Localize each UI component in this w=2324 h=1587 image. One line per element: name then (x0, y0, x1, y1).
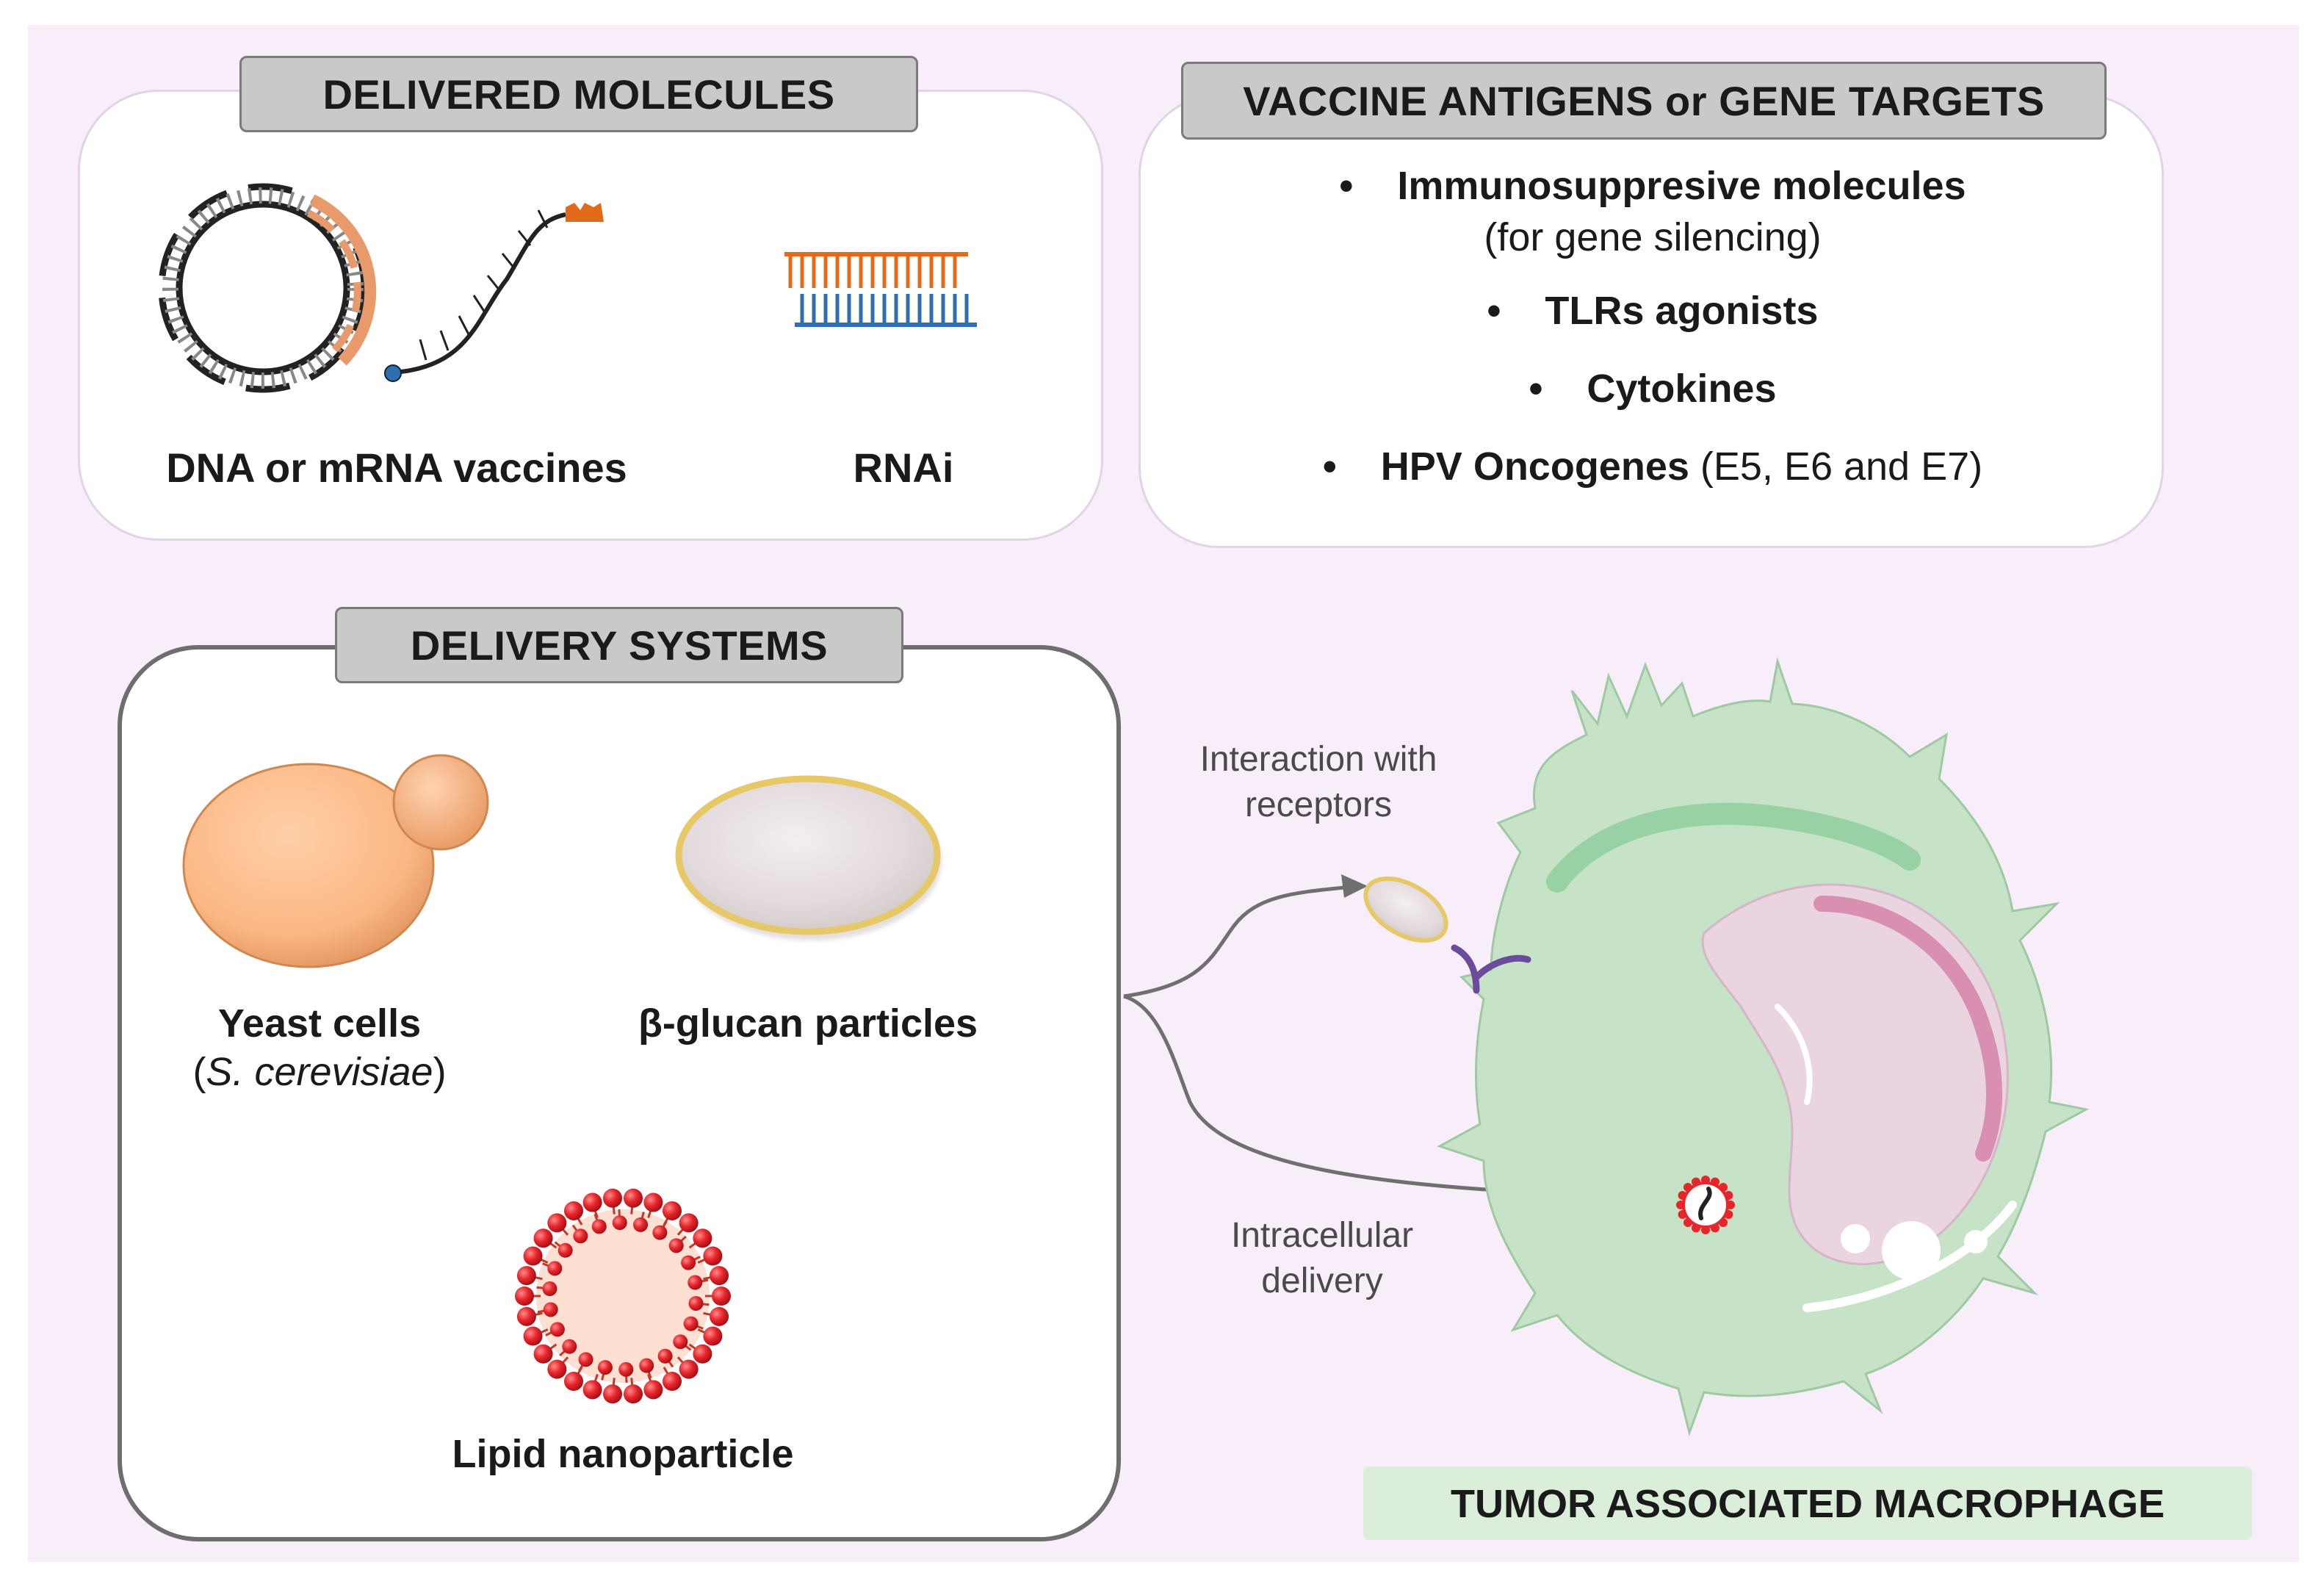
lipid-head-inner (688, 1275, 703, 1290)
lipid-head-outer (703, 1246, 723, 1266)
target-item-2: • TLRs agonists (1146, 288, 2159, 334)
yeast-species-label: (S. cerevisiae) (192, 1050, 447, 1094)
bullet-icon: • (1339, 164, 1354, 208)
intracellular-label-line1: Intracellular (1230, 1216, 1414, 1255)
target-item-2-text: TLRs agonists (1545, 289, 1819, 333)
lipid-head-outer (582, 1380, 602, 1400)
lipid-head-inner (683, 1316, 699, 1331)
lipid-head-outer (643, 1192, 663, 1212)
lipid-head-outer (693, 1344, 712, 1364)
lipid-head-inner (612, 1215, 627, 1231)
lipid-head-outer (663, 1372, 682, 1392)
interaction-label-line1: Interaction with (1199, 740, 1437, 779)
macrophage-title: TUMOR ASSOCIATED MACROPHAGE (1451, 1482, 2165, 1526)
lipid-head-outer (710, 1266, 729, 1286)
lipid-head-outer (515, 1286, 534, 1306)
lipid-head-inner (657, 1348, 673, 1364)
endocytosed-nanoparticle-icon (1676, 1176, 1735, 1234)
particle-at-receptor-icon (1363, 876, 1448, 943)
target-item-3: • Cytokines (1146, 366, 2159, 411)
interaction-label-line2: receptors (1244, 785, 1393, 824)
lipid-head-outer (703, 1326, 723, 1346)
lipid-head-outer (523, 1326, 543, 1346)
macrophage-label-banner (1363, 1467, 2252, 1540)
bullet-icon: • (1529, 367, 1543, 411)
lipid-head-outer (533, 1344, 553, 1364)
rnai-duplex-icon (784, 252, 977, 327)
lipid-head-inner (543, 1302, 558, 1317)
lipid-head-outer (710, 1306, 729, 1326)
lipid-head-outer (693, 1228, 712, 1248)
target-item-1-text: Immunosuppresive molecules (1397, 164, 1966, 208)
lipid-head-inner (633, 1217, 649, 1232)
lipid-head-inner (591, 1219, 607, 1234)
lipid-head-inner (557, 1242, 573, 1258)
lipid-head-outer (516, 1306, 536, 1326)
lipid-nanoparticle-icon (515, 1188, 731, 1404)
lipid-head-outer (547, 1213, 567, 1233)
lipid-head-outer (533, 1228, 553, 1248)
lipid-head-inner (681, 1255, 696, 1270)
target-item-4-text: HPV Oncogenes (1380, 445, 1689, 489)
dna-mrna-label: DNA or mRNA vaccines (166, 445, 627, 491)
lipid-head-outer (712, 1286, 731, 1306)
delivery-systems-title: DELIVERY SYSTEMS (335, 607, 903, 683)
lipid-head-outer (564, 1201, 583, 1220)
lipid-head-outer (643, 1380, 663, 1400)
lipid-head-outer (602, 1188, 622, 1208)
lipid-head-outer (679, 1359, 699, 1379)
target-item-4-suffix: (E5, E6 and E7) (1689, 445, 1983, 489)
lipid-head-outer (602, 1384, 622, 1404)
plasmid-dna-icon (158, 183, 377, 393)
lipid-head-outer (624, 1384, 643, 1404)
glucan-label: β-glucan particles (638, 1001, 978, 1046)
lipid-head-outer (523, 1246, 543, 1266)
lipid-head-inner (578, 1352, 593, 1367)
lipid-head-inner (673, 1334, 688, 1350)
lipid-head-inner (549, 1322, 565, 1337)
lipid-head-inner (562, 1339, 577, 1354)
lipid-head-inner (639, 1358, 654, 1373)
lipid-head-inner (618, 1361, 634, 1377)
lipid-head-inner (652, 1225, 668, 1240)
glucan-particle-icon (675, 775, 942, 940)
target-item-3-text: Cytokines (1587, 367, 1777, 411)
yeast-species-name: S. cerevisiae (206, 1050, 433, 1094)
delivered-molecules-title: DELIVERED MOLECULES (239, 56, 918, 132)
lipid-head-inner (597, 1360, 613, 1375)
lipid-head-inner (547, 1261, 563, 1276)
lipid-head-outer (516, 1266, 536, 1286)
vaccine-antigens-title: VACCINE ANTIGENS or GENE TARGETS (1181, 62, 2107, 140)
intracellular-label-line2: delivery (1261, 1262, 1383, 1300)
lipid-head-outer (663, 1201, 682, 1220)
arrowhead-receptor (1341, 874, 1368, 898)
lipid-head-outer (564, 1372, 583, 1392)
yeast-cell-icon (182, 754, 489, 968)
target-item-1-sub: (for gene silencing) (1146, 215, 2159, 260)
yeast-label: Yeast cells (217, 1001, 422, 1046)
lipid-head-inner (573, 1228, 588, 1244)
bullet-icon: • (1487, 289, 1501, 333)
lipid-nanoparticle-label: Lipid nanoparticle (452, 1432, 794, 1476)
connector-arrows (1123, 885, 1646, 1198)
lipid-head-outer (582, 1192, 602, 1212)
lipid-head-outer (624, 1188, 643, 1208)
lipid-head-inner (542, 1281, 557, 1297)
lipid-head-outer (679, 1213, 699, 1233)
target-item-1: • Immunosuppresive molecules (1146, 163, 2159, 209)
lipid-head-inner (688, 1295, 704, 1311)
lipid-head-outer (547, 1359, 567, 1379)
receptor-icon (1451, 944, 1531, 994)
target-item-4: • HPV Oncogenes (E5, E6 and E7) (1146, 444, 2159, 489)
macrophage-cell-icon (1363, 657, 2090, 1437)
lipid-head-inner (668, 1238, 684, 1253)
rnai-label: RNAi (853, 445, 954, 491)
target-item-1-sub-text: (for gene silencing) (1484, 215, 1822, 259)
mrna-strand-icon (384, 203, 604, 382)
bullet-icon: • (1322, 445, 1337, 489)
